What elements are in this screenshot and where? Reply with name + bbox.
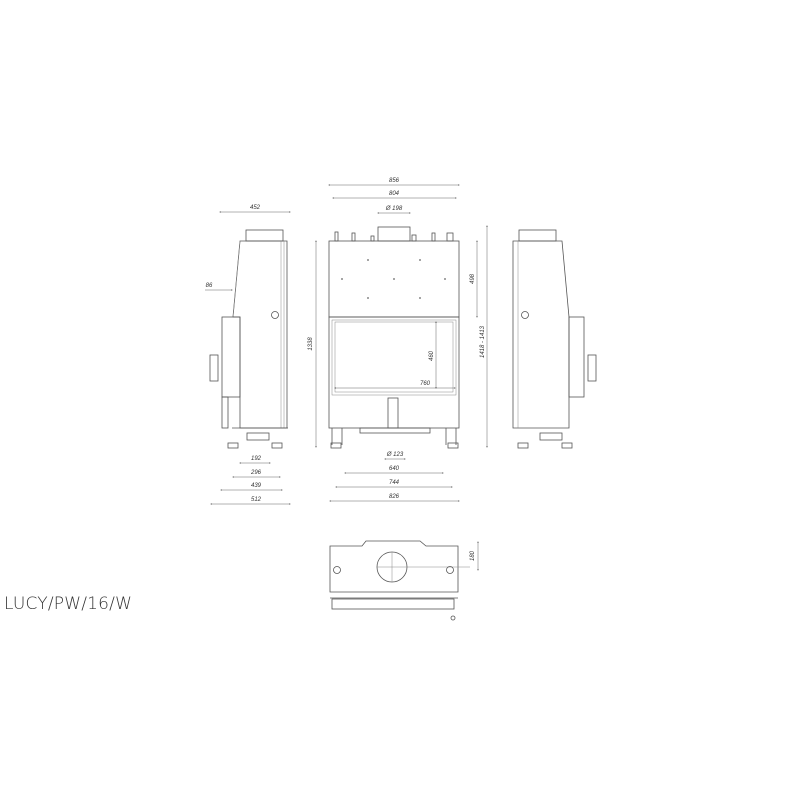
dim-826: 826	[389, 494, 400, 500]
dim-640: 640	[389, 466, 400, 472]
dim-86: 86	[206, 283, 213, 289]
dim-760: 760	[420, 381, 431, 387]
dim-512: 512	[251, 497, 262, 503]
front-view	[328, 226, 460, 449]
dim-439: 439	[251, 483, 262, 489]
dim-total-height: 1418 - 1413	[480, 325, 486, 358]
dim-498: 498	[470, 273, 476, 284]
dim-1338: 1338	[308, 337, 314, 351]
side-view-left	[209, 229, 288, 449]
dim-296: 296	[250, 470, 262, 476]
dim-460: 460	[429, 350, 435, 361]
top-view	[329, 540, 470, 621]
dim-flue: Ø 198	[385, 206, 403, 212]
dim-180: 180	[470, 550, 476, 561]
dim-744: 744	[389, 480, 400, 486]
dim-452: 452	[250, 205, 261, 211]
dimensions: 856 804 Ø 198 452 86 1338 498 1418 - 141…	[205, 178, 488, 571]
dim-804: 804	[389, 191, 400, 197]
dim-192: 192	[251, 456, 262, 462]
dim-856: 856	[389, 178, 400, 184]
side-view-right	[512, 229, 597, 449]
dim-air-inlet: Ø 123	[386, 452, 404, 458]
model-name: LUCY/PW/16/W	[4, 594, 133, 614]
